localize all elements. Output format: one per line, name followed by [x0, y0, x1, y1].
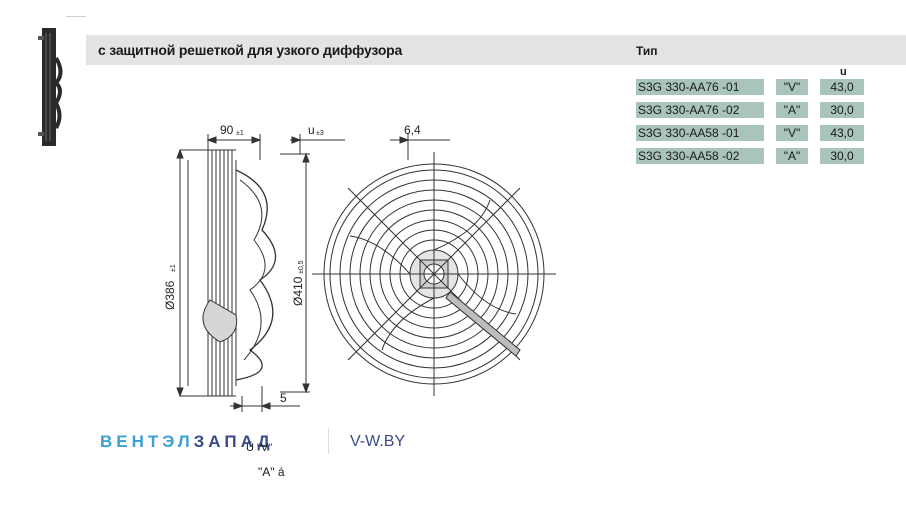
front-view [312, 134, 556, 396]
dim-386-label: Ø386 [163, 280, 177, 310]
fan-side-icon [38, 28, 63, 146]
website-link[interactable]: V-W.BY [350, 433, 406, 450]
side-view [176, 134, 345, 412]
type-value-cell: 30,0 [820, 148, 864, 164]
logo-text-part1: ВЕНТЭЛ [100, 432, 194, 451]
dim-6-4-label: 6,4 [404, 123, 421, 137]
unit-column-label: u [840, 66, 847, 78]
dim-386-tolerance: ±1 [170, 264, 177, 272]
dim-u-tolerance: ±3 [316, 130, 324, 137]
type-name-cell: S3G 330-AA58 -02 [636, 148, 764, 164]
logo-text-part2: ЗАПАД [193, 432, 274, 451]
sub-note: Ü "V" [246, 442, 273, 454]
dim-410-tolerance: ±0,5 [298, 260, 305, 274]
dim-90-tolerance: ±1 [236, 130, 244, 137]
type-code-cell: "V" [776, 79, 808, 95]
type-name-cell: S3G 330-AA58 -01 [636, 125, 764, 141]
type-code-cell: "A" [776, 102, 808, 118]
logo-divider [328, 428, 329, 454]
type-code-cell: "A" [776, 148, 808, 164]
fan-technical-drawing: 90 ±1 u ±3 6,4 Ø386 ±1 Ø410 ±0,5 5 [163, 123, 556, 412]
dim-90-label: 90 [220, 123, 234, 137]
company-logo: ВЕНТЭЛЗАПАД [100, 432, 274, 452]
dim-5-label: 5 [280, 391, 287, 405]
type-value-cell: 43,0 [820, 79, 864, 95]
type-name-cell: S3G 330-AA76 -01 [636, 79, 764, 95]
top-rule [66, 16, 86, 17]
type-code-cell: "V" [776, 125, 808, 141]
note-a: "A" á [258, 465, 285, 479]
section-title: с защитной решеткой для узкого диффузора [98, 42, 403, 58]
header-band [86, 35, 906, 65]
dim-u-label: u [308, 123, 315, 137]
type-column-label: Тип [636, 44, 658, 58]
dim-410-label: Ø410 [291, 276, 305, 306]
type-value-cell: 43,0 [820, 125, 864, 141]
type-name-cell: S3G 330-AA76 -02 [636, 102, 764, 118]
type-value-cell: 30,0 [820, 102, 864, 118]
